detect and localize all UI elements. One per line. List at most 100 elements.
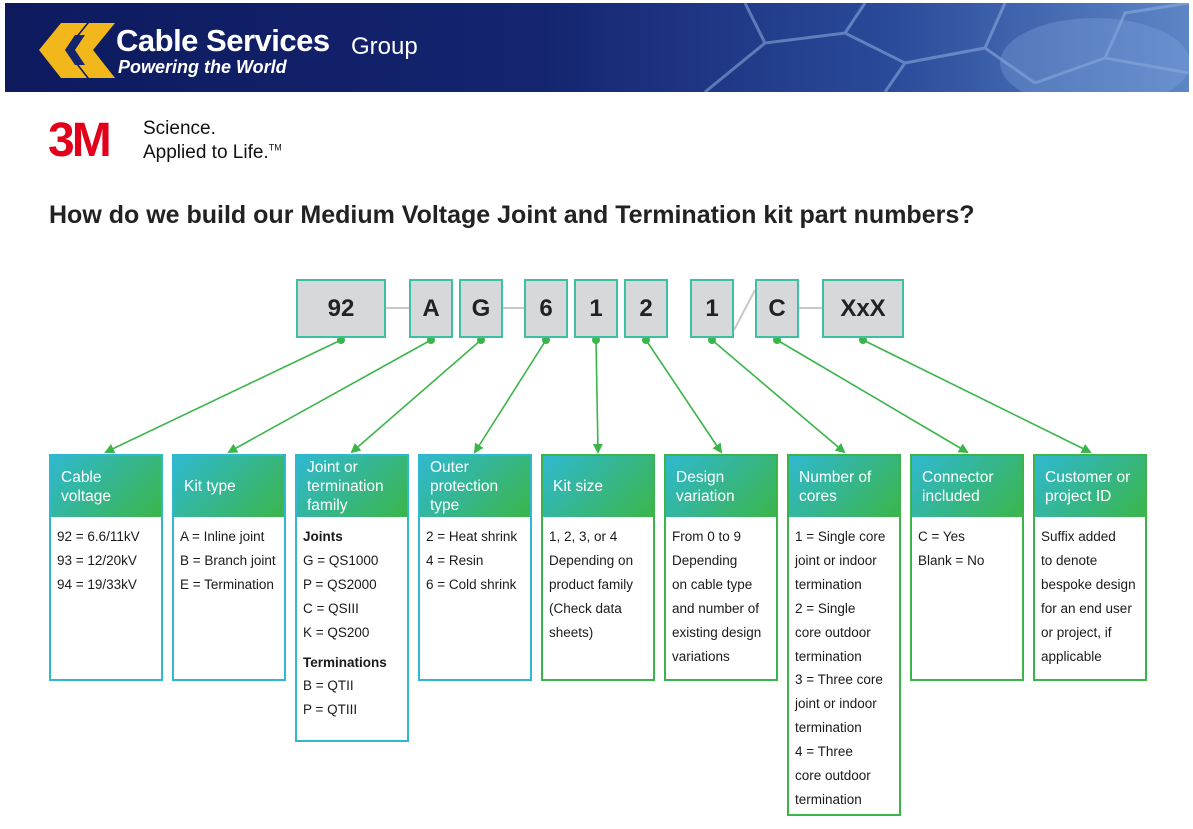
category-card: Number of cores 1 = Single core joint or i…	[787, 454, 901, 816]
category-line: variations	[672, 648, 730, 664]
category-line: B = Branch joint	[180, 552, 276, 568]
category-line: core outdoor	[795, 624, 871, 640]
category-title: Kit size	[543, 456, 653, 517]
category-line: 3 = Three core	[795, 672, 883, 688]
connector-arrow	[645, 339, 723, 454]
category-line: joint or indoor	[795, 696, 877, 712]
globe-network-graphic	[704, 3, 1189, 92]
category-line: P = QTIII	[303, 702, 358, 718]
category-line: Suffix added	[1041, 529, 1116, 544]
category-title: Design variation	[666, 456, 776, 517]
category-card: Kit type A = Inline joint B = Branch joint…	[172, 454, 286, 681]
category-subheading: Terminations	[303, 654, 387, 670]
category-body: From 0 to 9 Depending on cable type and num…	[666, 517, 776, 676]
brand-tagline: Powering the World	[118, 57, 287, 77]
category-title: Customer or project ID	[1035, 456, 1145, 517]
category-line: applicable	[1041, 648, 1102, 664]
category-line: joint or indoor	[795, 552, 877, 568]
category-line: Depending on	[549, 552, 634, 568]
category-line: C = Yes	[918, 529, 965, 544]
category-card: Outer protection type 2 = Heat shrink 4 = …	[418, 454, 532, 681]
category-title: Kit type	[174, 456, 284, 517]
header-banner: Cable Services Group Powering the World	[5, 3, 1189, 92]
connector-arrow	[776, 339, 969, 454]
category-title: Joint or termination family	[297, 456, 407, 517]
connector-arrow	[592, 339, 603, 454]
code-segment-box: 2	[624, 279, 668, 338]
category-body: Suffix added to denote bespoke design for a…	[1035, 517, 1145, 676]
code-separator-line	[733, 289, 756, 331]
3m-tagline-line1: Science.	[143, 118, 216, 139]
category-line: C = QSIII	[303, 600, 359, 616]
3m-tagline-line2: Applied to Life.TM	[143, 142, 282, 164]
page-title: How do we build our Medium Voltage Joint…	[49, 201, 975, 229]
code-segment-box: XxX	[822, 279, 904, 338]
category-line: bespoke design	[1041, 576, 1136, 592]
category-line: existing design	[672, 624, 762, 640]
code-segment-box: G	[459, 279, 503, 338]
category-title: Outer protection type	[420, 456, 530, 517]
category-line: 2 = Heat shrink	[426, 529, 518, 544]
category-line: core outdoor	[795, 768, 871, 784]
category-line: and number of	[672, 600, 760, 616]
connector-arrow	[711, 339, 846, 454]
connector-arrow	[104, 339, 342, 454]
category-line: 92 = 6.6/11kV	[57, 529, 140, 544]
category-line: termination	[795, 720, 862, 736]
category-line: or project, if	[1041, 624, 1112, 640]
brand-group: Group	[351, 33, 418, 60]
category-line: for an end user	[1041, 600, 1132, 616]
category-title: Connector included	[912, 456, 1022, 517]
connector-arrow	[350, 339, 482, 454]
code-segment-box: 1	[690, 279, 734, 338]
chevron-logo-icon	[39, 23, 115, 78]
category-card: Cable voltage 92 = 6.6/11kV 93 = 12/20kV 94…	[49, 454, 163, 681]
category-line: (Check data	[549, 600, 622, 616]
category-body: A = Inline joint B = Branch joint E = Term…	[174, 517, 284, 605]
category-body: 1 = Single core joint or indoor terminatio…	[789, 517, 899, 820]
category-line: termination	[795, 576, 862, 592]
category-line: G = QS1000	[303, 552, 379, 568]
category-line: From 0 to 9	[672, 529, 742, 544]
code-segment-box: A	[409, 279, 453, 338]
3m-logo: 3M	[48, 114, 112, 167]
category-line: 1, 2, 3, or 4	[549, 529, 618, 544]
category-line: B = QTII	[303, 678, 354, 694]
connector-arrow	[862, 339, 1092, 453]
category-line: Depending	[672, 552, 738, 568]
category-line: termination	[795, 791, 862, 807]
code-segment-box: 6	[524, 279, 568, 338]
code-segment-box: C	[755, 279, 799, 338]
connector-arrow	[227, 339, 432, 453]
category-line: termination	[795, 648, 862, 664]
category-line: K = QS200	[303, 624, 370, 640]
3m-tagline-text: Applied to Life.	[143, 142, 269, 163]
trademark-mark: TM	[268, 142, 282, 153]
category-body: 92 = 6.6/11kV 93 = 12/20kV 94 = 19/33kV	[51, 517, 161, 605]
category-subheading: Joints	[303, 529, 343, 544]
category-line: sheets)	[549, 624, 594, 640]
category-line: 2 = Single	[795, 600, 856, 616]
category-line: 4 = Three	[795, 744, 853, 760]
category-line: A = Inline joint	[180, 529, 265, 544]
category-line: 1 = Single core	[795, 529, 886, 544]
category-line: 94 = 19/33kV	[57, 576, 137, 592]
category-title: Cable voltage	[51, 456, 161, 517]
category-line: E = Termination	[180, 576, 274, 592]
category-line: to denote	[1041, 552, 1098, 568]
category-title: Number of cores	[789, 456, 899, 517]
code-segment-box: 92	[296, 279, 386, 338]
category-line: Blank = No	[918, 552, 985, 568]
category-line: on cable type	[672, 576, 753, 592]
category-line: 93 = 12/20kV	[57, 552, 137, 568]
category-line: 4 = Resin	[426, 552, 484, 568]
